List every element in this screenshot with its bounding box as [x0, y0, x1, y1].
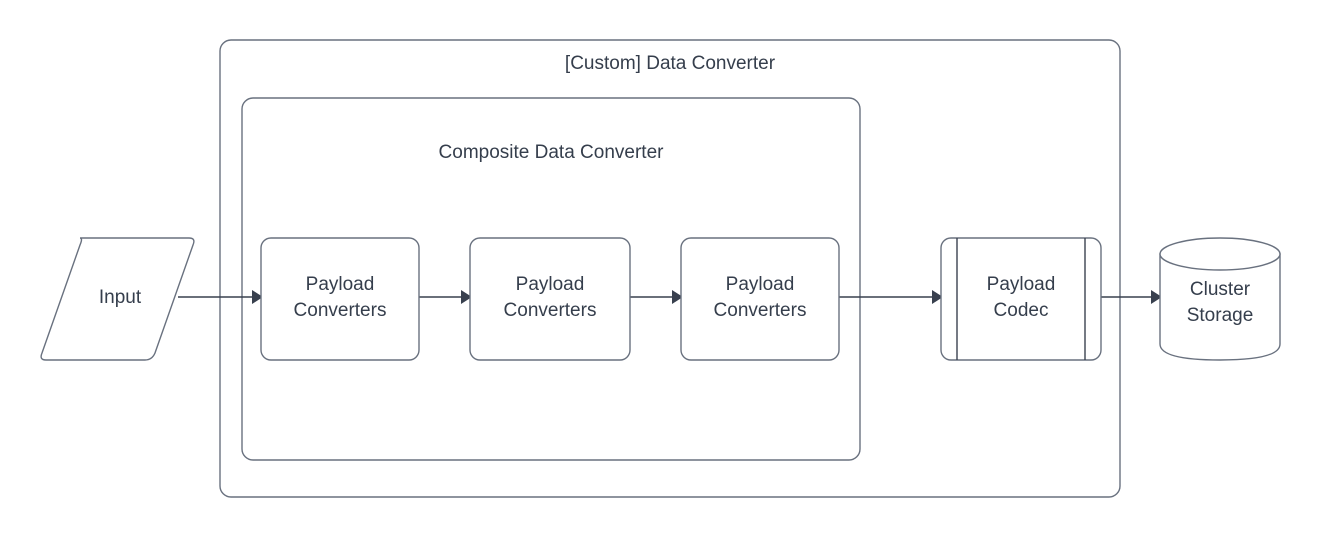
arrow-head-icon — [252, 290, 263, 304]
payload-converters-2-label-line1: Payload — [516, 274, 585, 295]
arrow-head-icon — [932, 290, 943, 304]
input-parallelogram-shape — [40, 237, 195, 361]
cluster-storage-body — [1159, 253, 1281, 361]
connectors-group — [178, 290, 1162, 304]
node-payload-converters-3[interactable]: Payload Converters — [680, 237, 840, 361]
payload-converters-3-shape — [680, 237, 840, 361]
payload-converters-3-label-line2: Converters — [714, 300, 807, 321]
payload-converters-2-label-line2: Converters — [504, 300, 597, 321]
cluster-storage-label-line1: Cluster — [1190, 279, 1251, 300]
arrow-head-icon — [672, 290, 683, 304]
payload-converters-1-label-line2: Converters — [294, 300, 387, 321]
node-payload-codec[interactable]: Payload Codec — [940, 237, 1102, 361]
connector-converter-1-to-converter-2 — [419, 290, 472, 304]
node-payload-converters-1[interactable]: Payload Converters — [260, 237, 420, 361]
cluster-storage-top-ellipse — [1159, 237, 1281, 271]
custom-data-converter-title: [Custom] Data Converter — [565, 53, 776, 74]
cluster-storage-label-line2: Storage — [1187, 305, 1254, 326]
node-payload-converters-2[interactable]: Payload Converters — [469, 237, 631, 361]
connector-input-to-converter-1 — [178, 290, 263, 304]
payload-converters-1-label-line1: Payload — [306, 274, 375, 295]
payload-codec-label-line1: Payload — [987, 274, 1056, 295]
arrow-head-icon — [461, 290, 472, 304]
payload-converters-3-label-line1: Payload — [726, 274, 795, 295]
payload-codec-label-line2: Codec — [994, 300, 1049, 321]
node-cluster-storage[interactable]: Cluster Storage — [1159, 237, 1281, 361]
payload-converters-1-shape — [260, 237, 420, 361]
arrow-head-icon — [1151, 290, 1162, 304]
connector-codec-to-storage — [1101, 290, 1162, 304]
payload-converters-2-shape — [469, 237, 631, 361]
composite-data-converter-title: Composite Data Converter — [439, 142, 665, 163]
connector-converter-3-to-codec — [839, 290, 943, 304]
payload-codec-shape — [940, 237, 1102, 361]
connector-converter-2-to-converter-3 — [630, 290, 683, 304]
node-input[interactable]: Input — [40, 237, 195, 361]
input-label: Input — [99, 287, 142, 308]
